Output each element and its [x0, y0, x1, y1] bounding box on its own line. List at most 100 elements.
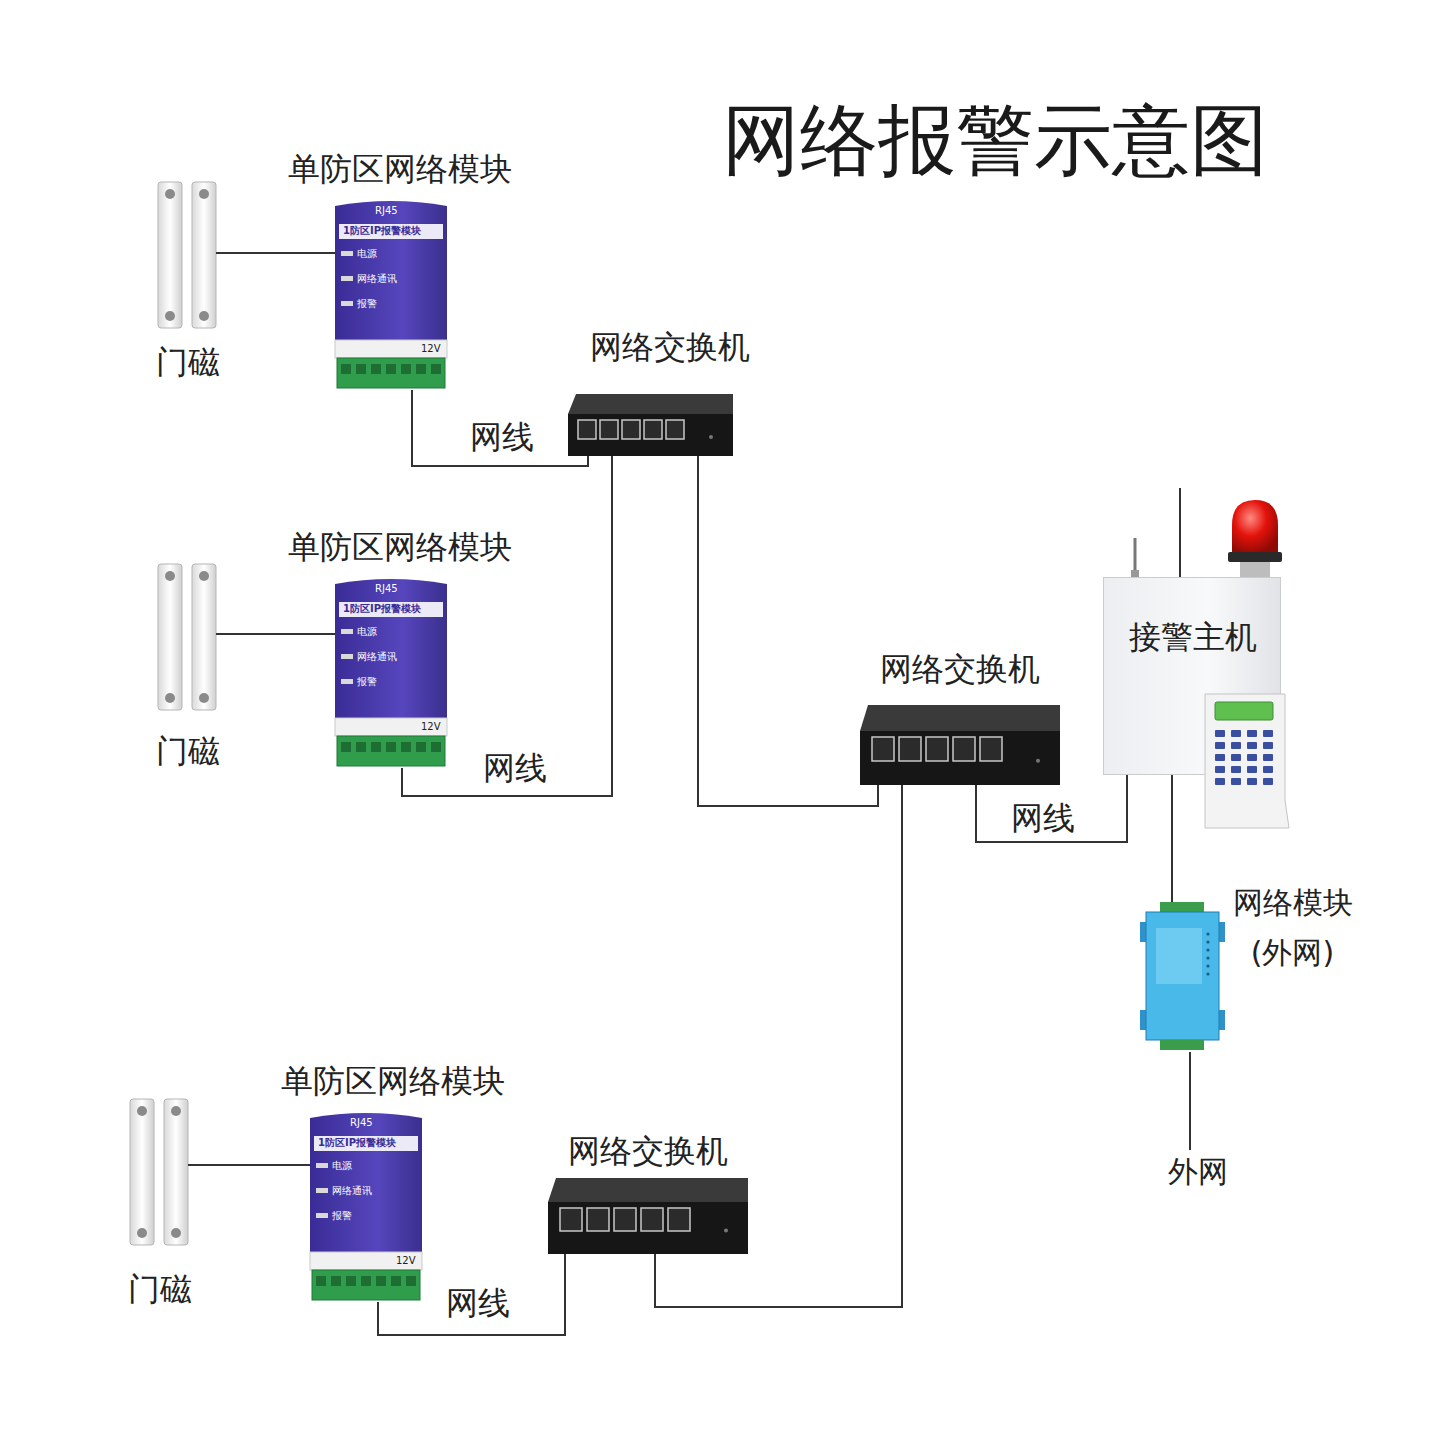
terminal-screw: [431, 742, 441, 752]
network-cable: [698, 456, 878, 806]
rj45-port: [600, 420, 618, 439]
device-illustration: [115, 1095, 205, 1255]
wire: [1171, 880, 1173, 902]
network-cable: [412, 390, 588, 466]
model-label: 1防区IP报警模块: [318, 1137, 396, 1149]
switch-top: [568, 394, 733, 414]
port-label: RJ45: [375, 205, 398, 217]
host-label: 接警主机: [1129, 618, 1257, 656]
power-led: [1036, 759, 1040, 763]
keypad-body: [1205, 694, 1289, 828]
ext-node: 网络模块 (外网): [1138, 880, 1353, 1052]
indicator-label: 报警: [357, 676, 377, 688]
led: [341, 629, 353, 634]
diagram-title: 网络报警示意图: [722, 92, 1268, 188]
rj45-port: [641, 1208, 663, 1231]
led: [1206, 932, 1209, 935]
wire: [188, 1164, 205, 1166]
terminal-screw: [361, 1276, 371, 1286]
magnet-bar: [192, 182, 216, 328]
screw: [171, 1106, 181, 1116]
led: [1206, 948, 1209, 951]
terminal-label: 12V: [421, 721, 441, 733]
screw: [171, 1228, 181, 1238]
rj45-port: [560, 1208, 582, 1231]
keypad-key: [1247, 778, 1257, 785]
door-node: 门磁: [140, 560, 235, 772]
cable-pole: [1179, 488, 1181, 577]
magnet-bar: [158, 182, 182, 328]
screw: [199, 571, 209, 581]
indicator-label: 电源: [357, 248, 377, 260]
switch-top: [548, 1178, 748, 1202]
wire: [265, 1164, 310, 1166]
indicator-label: 报警: [357, 298, 377, 310]
switch-heading: 网络交换机: [855, 650, 1065, 688]
device-illustration: [1138, 880, 1233, 1052]
network-cable: [1171, 775, 1173, 880]
keypad-key: [1263, 778, 1273, 785]
rj45-port: [587, 1208, 609, 1231]
terminal-screw: [316, 1276, 326, 1286]
keypad-key: [1263, 730, 1273, 737]
switch-front: [548, 1202, 748, 1254]
terminal-label-strip: [335, 340, 447, 358]
terminal-screw: [331, 1276, 341, 1286]
terminal-screw: [431, 364, 441, 374]
network-cable: [235, 252, 275, 254]
device-illustration: [855, 705, 1065, 785]
network-cable: [235, 633, 275, 635]
module-body: [335, 579, 447, 718]
keypad-key: [1231, 754, 1241, 761]
rj45-port: [578, 420, 596, 439]
keypad-key: [1247, 730, 1257, 737]
rj45-port: [644, 420, 662, 439]
module-band: [339, 224, 443, 239]
module-panel: [1156, 928, 1202, 984]
rj45-port: [926, 737, 948, 761]
keypad-key: [1247, 766, 1257, 773]
terminal-block: [337, 736, 445, 766]
power-led: [724, 1229, 728, 1233]
indicator-label: 电源: [332, 1160, 352, 1172]
module-heading: 单防区网络模块: [275, 150, 525, 188]
switch-front: [860, 731, 1060, 785]
led: [316, 1213, 328, 1218]
keypad-key: [1215, 766, 1225, 773]
terminal-block: [312, 1270, 420, 1300]
power-led: [709, 435, 713, 439]
led: [341, 654, 353, 659]
led: [341, 251, 353, 256]
model-label: 1防区IP报警模块: [343, 603, 421, 615]
cable-label: 网线: [480, 750, 550, 786]
screw: [199, 693, 209, 703]
terminal-block: [1160, 1040, 1204, 1050]
switch-node: 网络交换机: [545, 1132, 750, 1254]
led: [316, 1188, 328, 1193]
led: [1206, 972, 1209, 975]
device-illustration: [565, 394, 775, 456]
keypad-key: [1247, 754, 1257, 761]
screw: [165, 693, 175, 703]
switch-node: 网络交换机: [565, 328, 775, 456]
terminal-label-strip: [335, 718, 447, 736]
led: [1206, 956, 1209, 959]
cable-label: 网线: [1008, 800, 1078, 836]
rj45-port: [980, 737, 1002, 761]
led: [1206, 940, 1209, 943]
device-illustration: [140, 560, 235, 720]
wire: [216, 252, 235, 254]
screw: [137, 1228, 147, 1238]
terminal-label: 12V: [421, 343, 441, 355]
switch-node: 网络交换机: [855, 650, 1065, 785]
keypad-key: [1231, 778, 1241, 785]
terminal-screw: [356, 364, 366, 374]
alarm-light-base: [1240, 562, 1270, 578]
indicator-label: 网络通讯: [332, 1185, 372, 1197]
rj45-port: [614, 1208, 636, 1231]
terminal-screw: [386, 364, 396, 374]
screw: [165, 311, 175, 321]
terminal-screw: [356, 742, 366, 752]
terminal-block: [337, 358, 445, 388]
